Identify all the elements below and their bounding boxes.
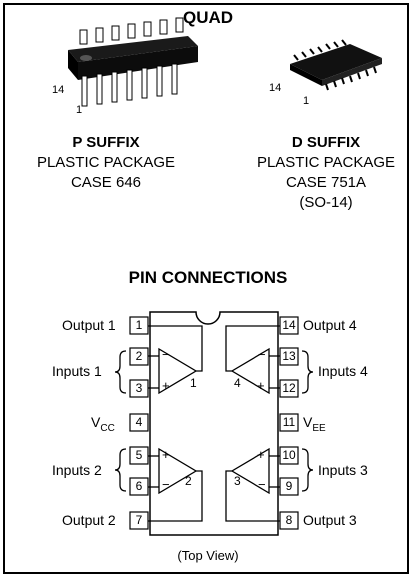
pin-num-10: 10 [282, 448, 296, 462]
p-suffix-line2: CASE 646 [70, 174, 142, 191]
label-inputs-1: Inputs 1 [52, 363, 102, 379]
op-amp-2 [148, 447, 203, 522]
dip-pin14-marker: 14 [52, 84, 65, 96]
soic-package-icon [290, 39, 382, 91]
pin-num-3: 3 [135, 381, 143, 395]
pin-connections-title: PIN CONNECTIONS [128, 268, 288, 287]
d-suffix-line2: CASE 751A [285, 174, 367, 191]
amp-label-1: 1 [190, 376, 197, 390]
label-inputs-2: Inputs 2 [52, 462, 102, 478]
d-suffix-title: D SUFFIX [291, 134, 361, 151]
amp4-plus-sign: + [257, 378, 265, 393]
pin-num-2: 2 [135, 349, 143, 363]
pin-num-13: 13 [282, 349, 296, 363]
pin-num-7: 7 [135, 513, 143, 527]
label-inputs-3: Inputs 3 [318, 462, 368, 478]
pin-num-6: 6 [135, 479, 143, 493]
op-amp-1 [148, 325, 203, 395]
brace-inputs-3 [301, 448, 314, 492]
top-view-caption: (Top View) [177, 548, 239, 563]
datasheet-frame [3, 3, 409, 574]
label-vee: VEE [303, 414, 326, 434]
pin-num-5: 5 [135, 448, 143, 462]
pin-box-4 [129, 413, 149, 432]
amp-label-2: 2 [185, 474, 192, 488]
amp1-plus-sign: + [162, 378, 170, 393]
p-suffix-line1: PLASTIC PACKAGE [36, 154, 176, 171]
label-output-3: Output 3 [303, 512, 357, 528]
brace-inputs-1 [114, 350, 127, 394]
label-output-2: Output 2 [62, 512, 116, 528]
pin-num-1: 1 [135, 318, 143, 332]
soic-pin1-marker: 1 [303, 95, 310, 107]
pin-num-8: 8 [285, 513, 293, 527]
op-amp-3 [225, 447, 280, 522]
brace-inputs-4 [301, 350, 314, 394]
ic-body [149, 311, 279, 536]
amp1-minus-sign: − [162, 347, 170, 362]
soic-pin14-marker: 14 [269, 82, 282, 94]
d-suffix-line1: PLASTIC PACKAGE [256, 154, 396, 171]
pin-num-12: 12 [282, 381, 296, 395]
amp3-minus-sign: − [258, 477, 266, 492]
p-suffix-title: P SUFFIX [72, 134, 140, 151]
label-inputs-4: Inputs 4 [318, 363, 368, 379]
pin-num-9: 9 [285, 479, 293, 493]
dip-package-icon [68, 17, 198, 107]
amp4-minus-sign: − [258, 347, 266, 362]
label-output-1: Output 1 [62, 317, 116, 333]
amp-label-4: 4 [234, 376, 241, 390]
amp3-plus-sign: + [257, 447, 265, 462]
label-output-4: Output 4 [303, 317, 357, 333]
pin-box-11 [279, 413, 299, 432]
op-amp-4 [225, 325, 280, 395]
pin-num-4: 4 [135, 415, 143, 429]
pin-num-11: 11 [282, 415, 296, 429]
pin-num-14: 14 [282, 318, 296, 332]
amp2-minus-sign: − [162, 477, 170, 492]
dip-pin1-marker: 1 [76, 104, 83, 116]
d-suffix-line3: (SO-14) [299, 194, 353, 211]
section-title-quad: QUAD [182, 8, 234, 27]
brace-inputs-2 [114, 448, 127, 492]
amp2-plus-sign: + [162, 447, 170, 462]
label-vcc: VCC [91, 414, 115, 434]
amp-label-3: 3 [234, 474, 241, 488]
